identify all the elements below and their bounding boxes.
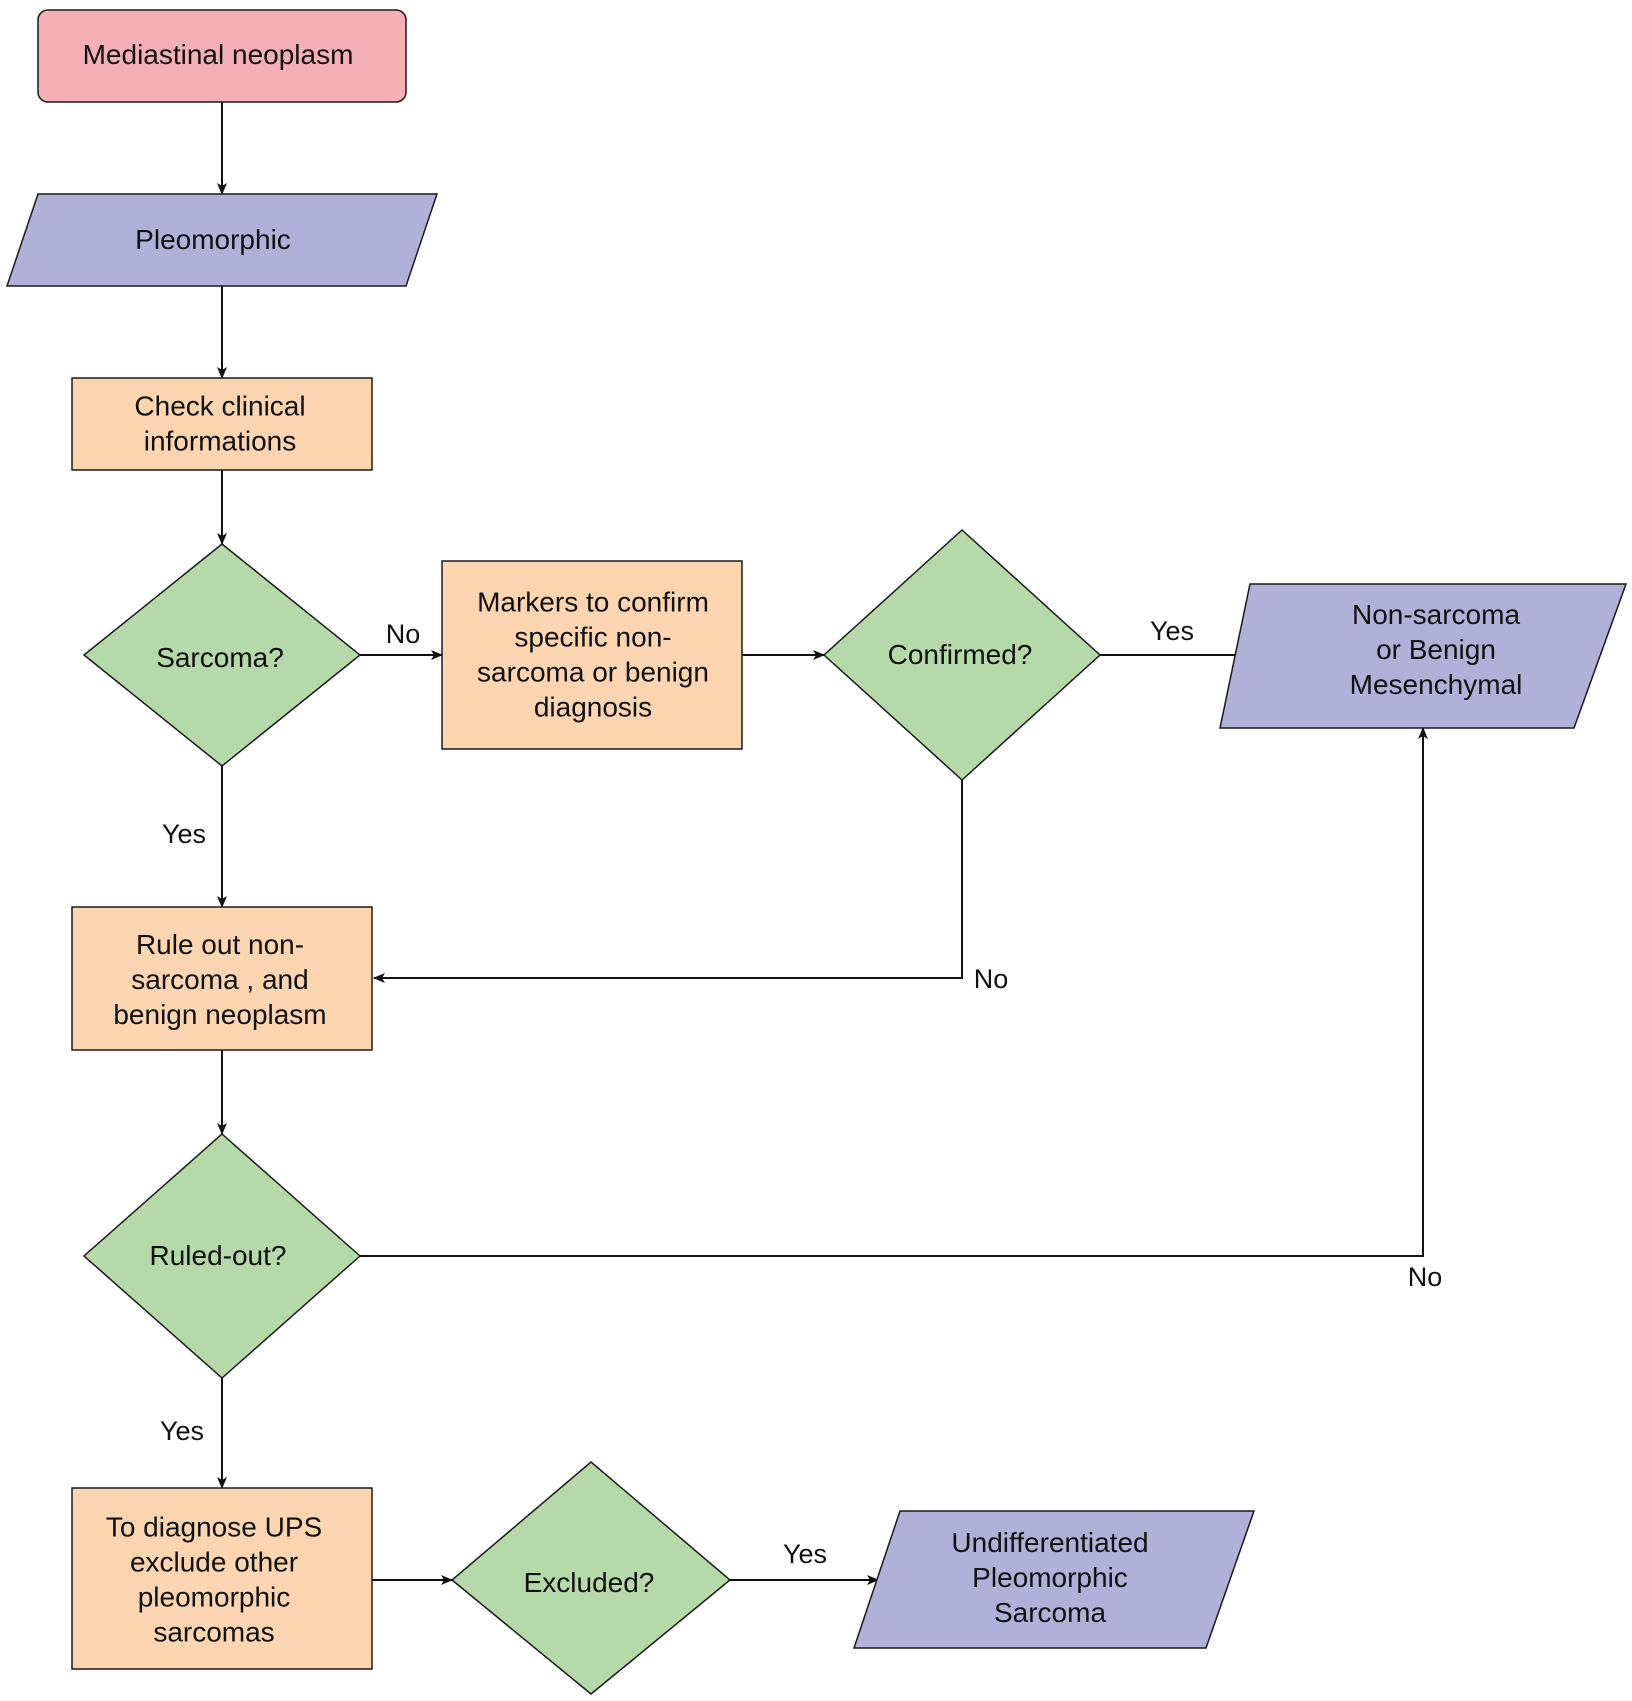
start-label: Mediastinal neoplasm — [83, 39, 354, 70]
excluded-decision-label: Excluded? — [524, 1567, 655, 1598]
diagnose-ups-label: To diagnose UPS exclude other pleomorphic s… — [106, 1512, 322, 1648]
edge-ruled-out-no — [360, 727, 1428, 1257]
excluded-yes-label: Yes — [783, 1539, 827, 1569]
label-line: diagnosis — [534, 692, 652, 723]
label-line: Markers to confirm — [477, 587, 709, 618]
check-clinical-node — [71, 377, 373, 471]
excluded-decision — [450, 1461, 732, 1695]
ruled-out-no-label: No — [1408, 1262, 1443, 1292]
pleomorphic-label: Pleomorphic — [135, 224, 291, 255]
label-line: sarcoma , and — [131, 964, 308, 995]
label-line: Non-sarcoma — [1352, 599, 1520, 630]
non-sarcoma-node — [1219, 583, 1628, 729]
label-line: Check clinical — [134, 391, 305, 422]
label-line: Rule out non- — [136, 929, 304, 960]
label-line: pleomorphic — [138, 1582, 291, 1613]
sarcoma-decision — [82, 543, 362, 767]
start-node — [37, 9, 407, 103]
label-line: Confirmed? — [888, 639, 1033, 670]
ups-node — [852, 1510, 1256, 1649]
sarcoma-yes-label: Yes — [162, 819, 206, 849]
rule-out-node — [71, 906, 373, 1051]
confirmed-decision — [822, 528, 1102, 782]
sarcoma-no-label: No — [386, 619, 421, 649]
label-line: Pleomorphic — [972, 1562, 1128, 1593]
label-line: Undifferentiated — [951, 1527, 1148, 1558]
node-labels: Mediastinal neoplasm Pleomorphic Check c… — [83, 39, 1523, 1648]
edge-labels: No Yes Yes No No Yes Yes — [160, 616, 1442, 1569]
label-line: sarcomas — [153, 1617, 274, 1648]
rule-out-label: Rule out non-sarcoma , and benign neoplas… — [113, 929, 326, 1030]
check-clinical-label: Check clinical informations — [134, 391, 305, 457]
label-line: sarcoma or benign — [477, 657, 709, 688]
label-line: Excluded? — [524, 1567, 655, 1598]
markers-label: Markers to confirm specific non-sarcoma o… — [477, 587, 709, 723]
label-line: Mesenchymal — [1350, 669, 1523, 700]
label-line: or Benign — [1376, 634, 1496, 665]
pleomorphic-node — [5, 193, 439, 287]
nodes — [5, 9, 1628, 1695]
label-line: Pleomorphic — [135, 224, 291, 255]
ruled-out-yes-label: Yes — [160, 1416, 204, 1446]
edge-confirmed-no — [373, 780, 963, 983]
confirmed-no-label: No — [974, 964, 1009, 994]
markers-node — [441, 560, 743, 750]
label-line: Mediastinal neoplasm — [83, 39, 354, 70]
label-line: Sarcoma? — [156, 642, 284, 673]
sarcoma-decision-label: Sarcoma? — [156, 642, 284, 673]
confirmed-yes-label: Yes — [1150, 616, 1194, 646]
ruled-out-decision-label: Ruled-out? — [150, 1240, 287, 1271]
edges — [217, 102, 1428, 1585]
label-line: specific non- — [514, 622, 671, 653]
label-line: benign neoplasm — [113, 999, 326, 1030]
label-line: Sarcoma — [994, 1597, 1106, 1628]
label-line: exclude other — [130, 1547, 298, 1578]
label-line: To diagnose UPS — [106, 1512, 322, 1543]
ruled-out-decision — [82, 1132, 362, 1380]
label-line: Ruled-out? — [150, 1240, 287, 1271]
label-line: informations — [144, 426, 297, 457]
confirmed-decision-label: Confirmed? — [888, 639, 1033, 670]
diagnose-ups-node — [71, 1487, 373, 1670]
